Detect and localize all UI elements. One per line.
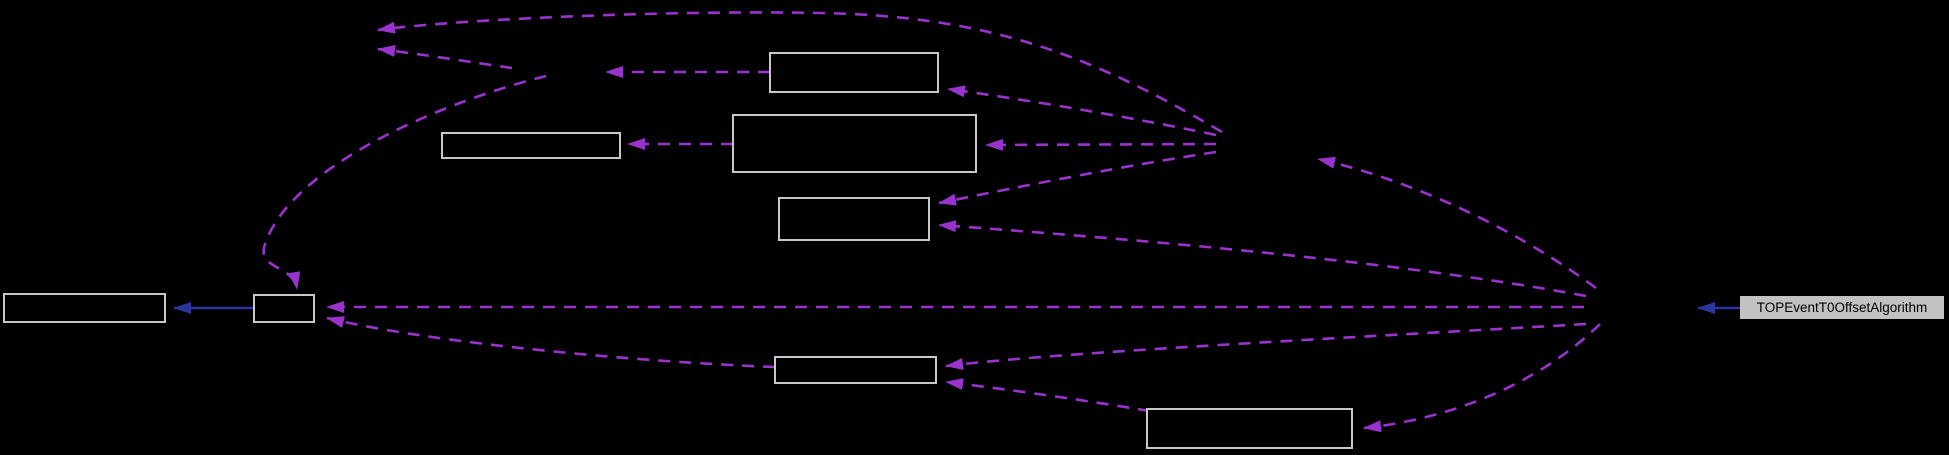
- class-node-top[interactable]: [769, 52, 939, 93]
- current-class-node: TOPEventT0OffsetAlgorithm: [1740, 296, 1944, 319]
- edge-hidden-mid-to-topleft-lower: [377, 45, 513, 70]
- edge-hub2-to-bottom-right-box: [1363, 323, 1601, 433]
- class-node-middle-large[interactable]: [732, 114, 977, 173]
- edge-hidden-mid-to-small-left-box-top: [262, 74, 547, 290]
- edge-hub2-to-middle-box-lower: [938, 220, 1587, 298]
- class-node-middle[interactable]: [778, 197, 930, 241]
- edge-hub2-to-hub1: [1317, 156, 1597, 290]
- edge-hub1-to-top-box: [947, 85, 1217, 137]
- class-node-far-left[interactable]: [3, 293, 166, 323]
- current-class-node-label: TOPEventT0OffsetAlgorithm: [1757, 300, 1928, 315]
- class-node-mid-left[interactable]: [441, 132, 621, 159]
- edge-bottom-middle-to-small-left-box: [326, 316, 776, 369]
- class-node-bottom-right[interactable]: [1146, 408, 1353, 449]
- edge-bottom-right-to-bottom-middle: [945, 378, 1151, 413]
- edge-hub1-to-middle-large-box: [985, 138, 1217, 151]
- class-node-bottom-middle[interactable]: [774, 356, 937, 384]
- edge-hub2-to-bottom-middle-box: [945, 322, 1587, 370]
- current-class-node-box: [1740, 296, 1944, 319]
- edge-hub1-to-middle-box-upper: [938, 150, 1217, 206]
- class-node-left-small[interactable]: [253, 294, 315, 323]
- edge-hub1-to-topleft-upper-arc: [377, 11, 1223, 134]
